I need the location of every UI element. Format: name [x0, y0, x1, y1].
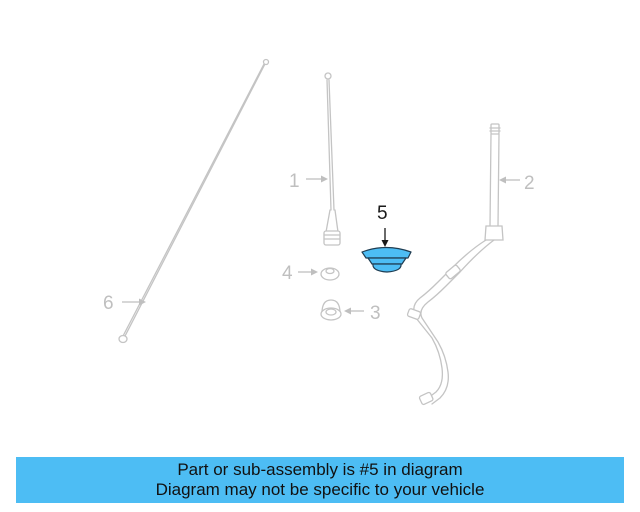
- banner-line-1: Part or sub-assembly is #5 in diagram: [177, 460, 463, 479]
- part-2-mast-cable-assembly[interactable]: [406, 123, 504, 406]
- callout-1: 1: [289, 171, 328, 192]
- part-4-nut[interactable]: [320, 267, 340, 281]
- callout-3: 3: [344, 303, 381, 324]
- callout-2: 2: [499, 173, 535, 194]
- part-3-bezel[interactable]: [320, 299, 342, 321]
- callout-3-label: 3: [370, 303, 381, 324]
- callout-6: 6: [103, 293, 146, 314]
- part-1-antenna-rod[interactable]: [323, 72, 341, 246]
- part-5-gasket[interactable]: [361, 246, 412, 273]
- callout-1-label: 1: [289, 171, 300, 192]
- banner-line-2: Diagram may not be specific to your vehi…: [155, 480, 485, 499]
- callout-4-label: 4: [282, 263, 293, 284]
- info-banner: Part or sub-assembly is #5 in diagram Di…: [16, 457, 624, 503]
- callout-6-label: 6: [103, 293, 114, 314]
- callout-5-label: 5: [377, 203, 388, 224]
- callout-2-label: 2: [524, 173, 535, 194]
- callout-5: 5: [377, 203, 389, 247]
- part-6-antenna-mast[interactable]: [118, 58, 270, 344]
- callout-4: 4: [282, 263, 318, 284]
